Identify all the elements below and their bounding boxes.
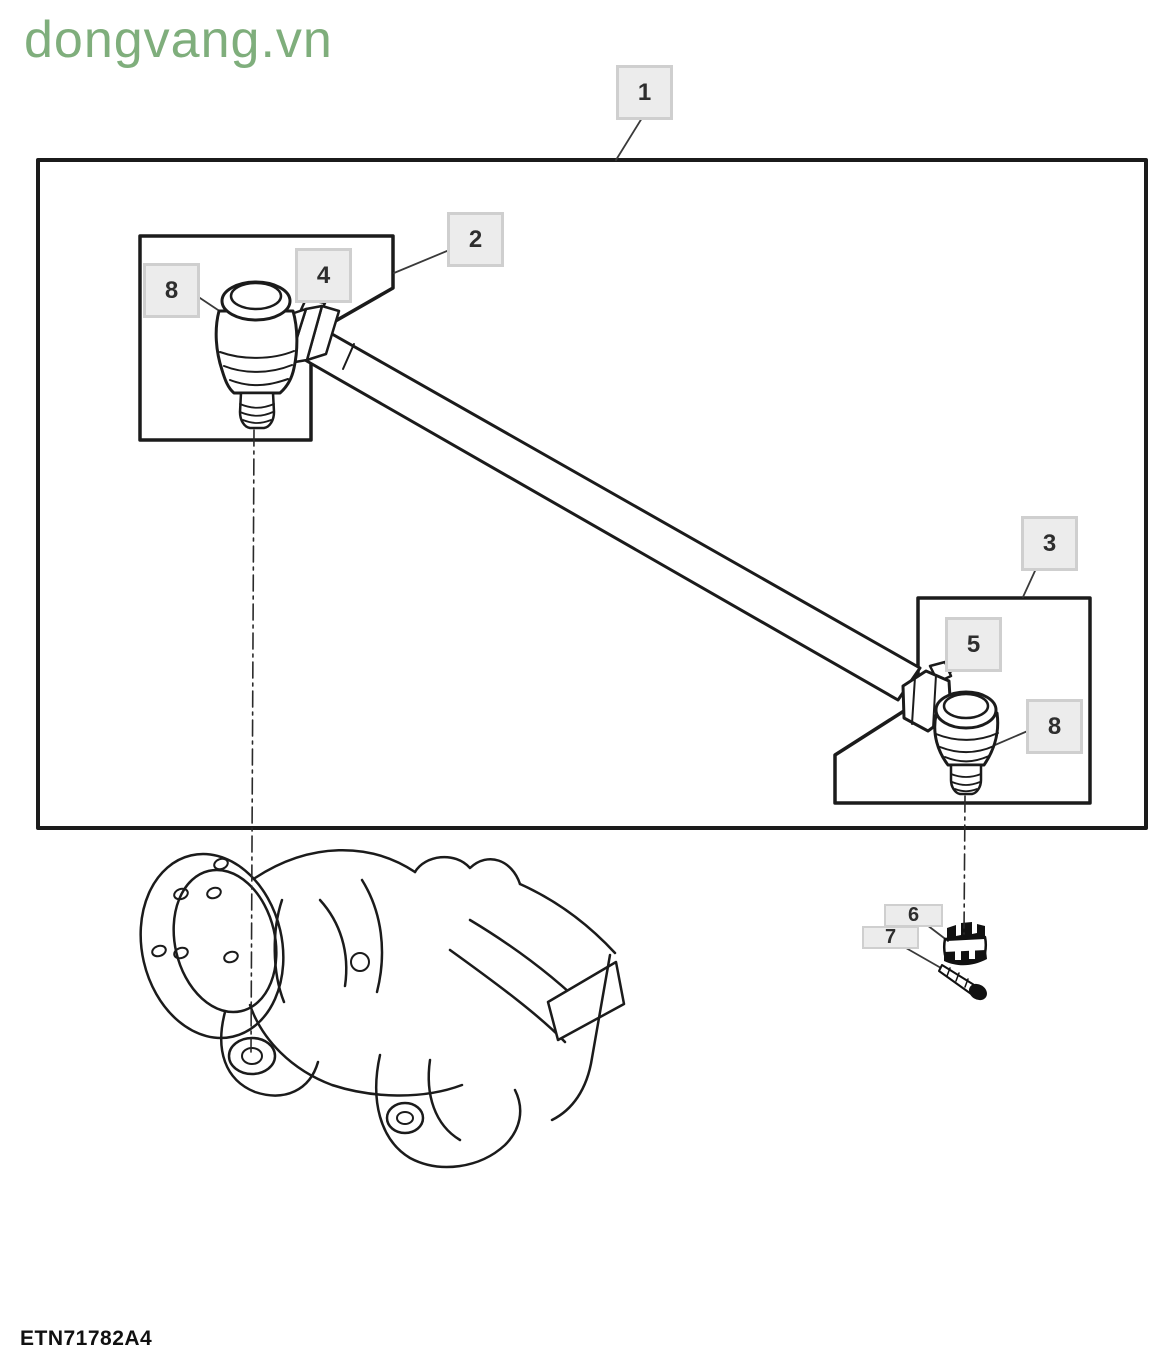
callout-8-left[interactable]: 8 xyxy=(143,263,200,318)
callout-3[interactable]: 3 xyxy=(1021,516,1078,571)
callout-4[interactable]: 4 xyxy=(295,248,352,303)
cotter-pin xyxy=(938,964,987,1001)
tie-rod-end-left xyxy=(214,280,299,430)
axle-housing xyxy=(139,849,626,1169)
tie-rod-end-right xyxy=(933,690,1000,796)
leader-lines xyxy=(196,117,1041,969)
callout-1[interactable]: 1 xyxy=(616,65,673,120)
outer-frame xyxy=(36,158,1148,830)
callout-7[interactable]: 7 xyxy=(862,926,919,949)
callout-8-right[interactable]: 8 xyxy=(1026,699,1083,754)
figure-code: ETN71782A4 xyxy=(20,1327,153,1350)
castle-nut xyxy=(943,922,987,966)
centerlines xyxy=(250,429,966,1053)
callout-6[interactable]: 6 xyxy=(884,904,943,927)
watermark-logo: dongvang.vn xyxy=(24,11,333,69)
callout-2[interactable]: 2 xyxy=(447,212,504,267)
tie-rod-tube xyxy=(303,328,922,702)
callout-5[interactable]: 5 xyxy=(945,617,1002,672)
